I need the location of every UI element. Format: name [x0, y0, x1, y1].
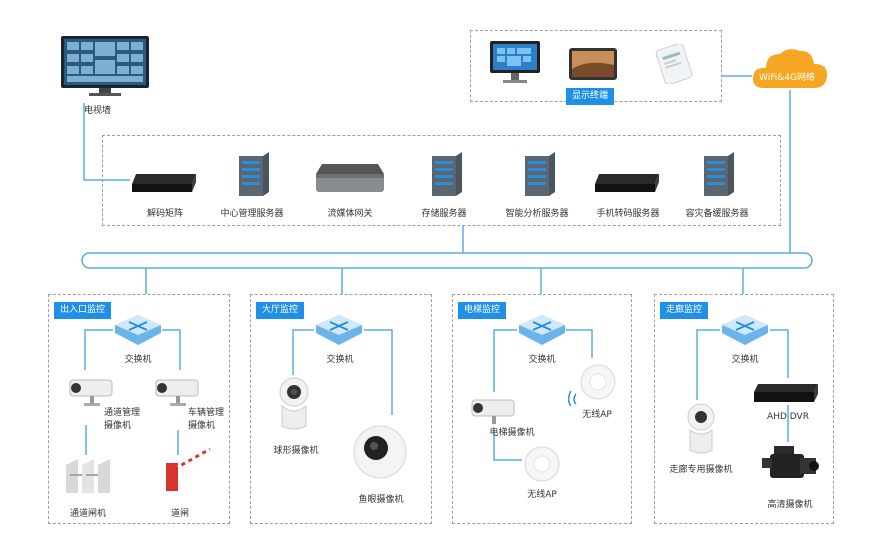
- switch-label: 交换机: [326, 355, 354, 365]
- switch-label: 交换机: [731, 355, 759, 365]
- bullet-camera-icon: [468, 394, 518, 434]
- zone-entrance: [48, 294, 230, 524]
- display-terminal-label: 显示终端: [566, 88, 615, 105]
- switch-icon: [314, 313, 364, 351]
- central-server-icon: [235, 152, 271, 202]
- backup-server-label: 容灾备缓服务器: [685, 209, 749, 219]
- vehicle-camera-label: 车辆管理 摄像机: [188, 408, 225, 431]
- streaming-gateway-label: 流媒体网关: [327, 209, 373, 219]
- wireless-ap-label: 无线AP: [527, 490, 557, 500]
- channel-camera-label: 通道管理 摄像机: [104, 408, 141, 431]
- wireless-ap-label: 无线AP: [582, 410, 612, 420]
- zone-elevator-title: 电梯监控: [458, 302, 507, 319]
- streaming-gateway-icon: [314, 160, 386, 200]
- storage-server-icon: [428, 152, 464, 202]
- turnstile-icon: [62, 455, 112, 499]
- dome-camera-icon: [684, 402, 718, 460]
- barrier-gate-icon: [162, 445, 212, 499]
- zone-elevator: [452, 294, 632, 524]
- fisheye-camera-icon: [352, 424, 408, 484]
- switch-icon: [113, 313, 163, 351]
- switch-icon: [720, 313, 770, 351]
- zone-corridor-title: 走廊监控: [660, 302, 709, 319]
- smartphone-icon: [648, 43, 700, 88]
- monitor-icon: [489, 40, 541, 88]
- backup-server-icon: [700, 152, 736, 202]
- cloud-icon: [750, 44, 830, 96]
- storage-server-label: 存储服务器: [421, 209, 467, 219]
- analysis-server-icon: [521, 152, 557, 202]
- switch-icon: [517, 313, 567, 351]
- analysis-server-label: 智能分析服务器: [505, 209, 569, 219]
- bullet-camera-icon: [152, 372, 202, 412]
- dvr-label: AHD DVR: [767, 412, 809, 422]
- zone-corridor: [654, 294, 834, 524]
- hd-camera-label: 高清摄像机: [767, 500, 813, 510]
- tv-wall-icon: [61, 36, 151, 102]
- dvr-icon: [752, 380, 822, 412]
- elevator-camera-label: 电梯摄像机: [489, 428, 535, 438]
- camcorder-icon: [760, 442, 820, 492]
- zone-hall: [250, 294, 432, 524]
- bullet-camera-icon: [66, 372, 116, 412]
- dome-camera-label: 球形摄像机: [273, 446, 319, 456]
- fisheye-camera-label: 鱼眼摄像机: [358, 495, 404, 505]
- transcoding-server-label: 手机转码服务器: [596, 209, 660, 219]
- tablet-icon: [568, 47, 620, 87]
- switch-label: 交换机: [528, 355, 556, 365]
- zone-hall-title: 大厅监控: [256, 302, 305, 319]
- switch-label: 交换机: [124, 355, 152, 365]
- server-group: [102, 135, 781, 226]
- dome-camera-icon: [276, 376, 312, 436]
- tv-wall-label: 电视墙: [84, 106, 112, 116]
- corridor-camera-label: 走廊专用摄像机: [669, 465, 733, 475]
- turnstile-label: 通道闸机: [69, 509, 107, 519]
- cloud-label: WiFi&4G网络: [759, 73, 815, 83]
- central-server-label: 中心管理服务器: [220, 209, 284, 219]
- decoder-matrix-label: 解码矩阵: [146, 209, 184, 219]
- wireless-ap-icon: [567, 360, 618, 410]
- transcoding-server-icon: [593, 168, 663, 200]
- barrier-gate-label: 道闸: [170, 509, 190, 519]
- zone-entrance-title: 出入口监控: [54, 302, 112, 319]
- decoder-matrix-icon: [130, 168, 200, 200]
- wireless-ap-icon: [522, 444, 562, 488]
